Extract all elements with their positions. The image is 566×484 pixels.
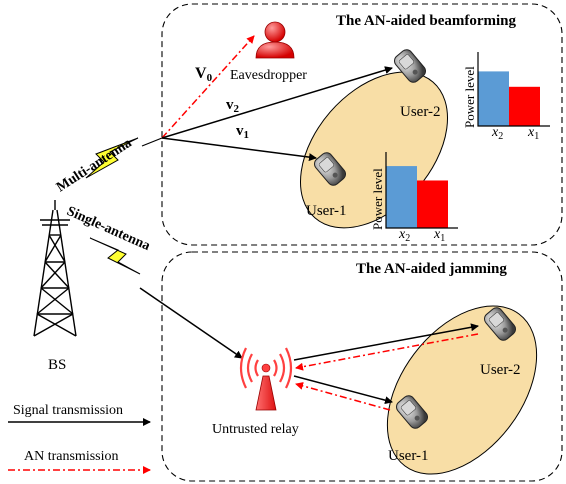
v1-label: v1 bbox=[236, 123, 249, 141]
legend-an-label: AN transmission bbox=[24, 449, 119, 464]
user2-to-relay-an bbox=[295, 333, 479, 371]
chart2-axes bbox=[385, 152, 458, 229]
multi-antenna-bolt-icon bbox=[85, 137, 139, 179]
top-user-2-phone-icon bbox=[394, 49, 426, 83]
jamming-title: The AN-aided jamming bbox=[356, 261, 507, 277]
chart1-x2-label: x2 bbox=[491, 125, 503, 142]
top-user-2-label: User-2 bbox=[400, 104, 441, 120]
bottom-user-1-label: User-1 bbox=[388, 448, 429, 464]
chart2-x2-label: x2 bbox=[398, 227, 410, 244]
chart2-bar-x1 bbox=[417, 180, 448, 228]
beamforming-title: The AN-aided beamforming bbox=[336, 13, 517, 29]
chart1-axes bbox=[477, 52, 550, 127]
v2-signal-line bbox=[161, 66, 393, 139]
relay-icon bbox=[239, 347, 293, 411]
top-power-chart: Power level bbox=[462, 52, 550, 128]
bs-link-line bbox=[141, 137, 163, 147]
bs-label: BS bbox=[48, 357, 66, 373]
bs-to-relay-line bbox=[139, 287, 243, 359]
chart2-bar-x2 bbox=[386, 166, 417, 228]
bottom-user-2-phone-icon bbox=[484, 307, 516, 341]
chart2-ylabel: Power level bbox=[370, 168, 385, 230]
single-antenna-bolt-icon bbox=[89, 237, 141, 275]
bs-tower-icon bbox=[33, 200, 77, 337]
chart1-x1-label: x1 bbox=[527, 125, 539, 142]
v0-label: V0 bbox=[195, 65, 213, 84]
multi-antenna-label: Multi-antenna bbox=[54, 136, 135, 196]
bottom-power-chart: Power level bbox=[370, 152, 458, 230]
top-user-1-phone-icon bbox=[314, 152, 346, 186]
relay-to-user1-signal bbox=[293, 375, 393, 405]
chart1-bar-x2 bbox=[478, 71, 509, 126]
bottom-user-2-label: User-2 bbox=[480, 362, 521, 378]
eavesdropper-icon bbox=[255, 21, 295, 59]
bottom-users-ellipse bbox=[386, 305, 538, 475]
chart2-x1-label: x1 bbox=[433, 227, 445, 244]
top-user-1-label: User-1 bbox=[306, 203, 347, 219]
relay-to-user2-signal bbox=[293, 323, 479, 361]
relay-label: Untrusted relay bbox=[212, 422, 299, 437]
v1-signal-line bbox=[161, 137, 317, 162]
chart1-bar-x1 bbox=[509, 86, 540, 126]
user1-to-relay-an bbox=[295, 382, 391, 411]
bottom-user-1-phone-icon bbox=[396, 395, 428, 429]
chart1-ylabel: Power level bbox=[462, 66, 477, 128]
v2-label: v2 bbox=[226, 97, 240, 115]
jamming-panel bbox=[161, 251, 563, 482]
eavesdropper-label: Eavesdropper bbox=[230, 68, 307, 83]
legend-signal-label: Signal transmission bbox=[13, 403, 123, 418]
beamforming-panel bbox=[161, 3, 563, 246]
